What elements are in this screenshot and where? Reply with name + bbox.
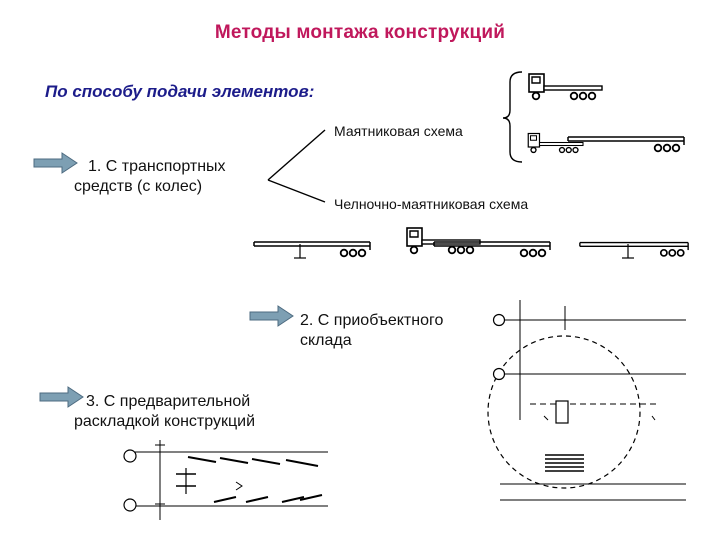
layout-scheme (123, 440, 328, 520)
crane-icon (492, 367, 506, 381)
trailer-icon (578, 241, 690, 257)
warehouse-scheme (487, 300, 686, 501)
truck-icon (406, 227, 481, 255)
crane-icon (492, 313, 506, 327)
arrow-right-icon (33, 152, 78, 174)
scheme-label-pendulum: Маятниковая схема (334, 123, 463, 139)
arrow-right-icon (39, 386, 84, 408)
method-2-line-2: склада (300, 332, 352, 349)
method-3-line-2: раскладкой конструкций (74, 413, 256, 430)
trailer-icon (567, 136, 685, 153)
method-3-line-1: 3. С предварительной (86, 393, 251, 410)
method-1-line-2: средств (с колес) (74, 178, 203, 195)
slide-subtitle: По способу подачи элементов: (45, 82, 315, 101)
crane-icon (123, 498, 137, 512)
scheme-label-shuttle-pendulum: Челночно-маятниковая схема (334, 196, 529, 212)
slide-title: Методы монтажа конструкций (214, 22, 506, 43)
arrow-right-icon (249, 305, 294, 327)
truck-icon (528, 73, 603, 101)
brace (502, 71, 523, 163)
crane-icon (123, 449, 137, 463)
method-1-line-1: 1. С транспортных (88, 158, 226, 175)
method-3: 3. С предварительной раскладкой конструк… (74, 392, 255, 432)
method-2: 2. С приобъектного склада (300, 311, 443, 351)
method-1: 1. С транспортных средств (с колес) (74, 157, 226, 197)
trailer-icon (253, 241, 371, 258)
method-2-line-1: 2. С приобъектного (300, 312, 444, 329)
